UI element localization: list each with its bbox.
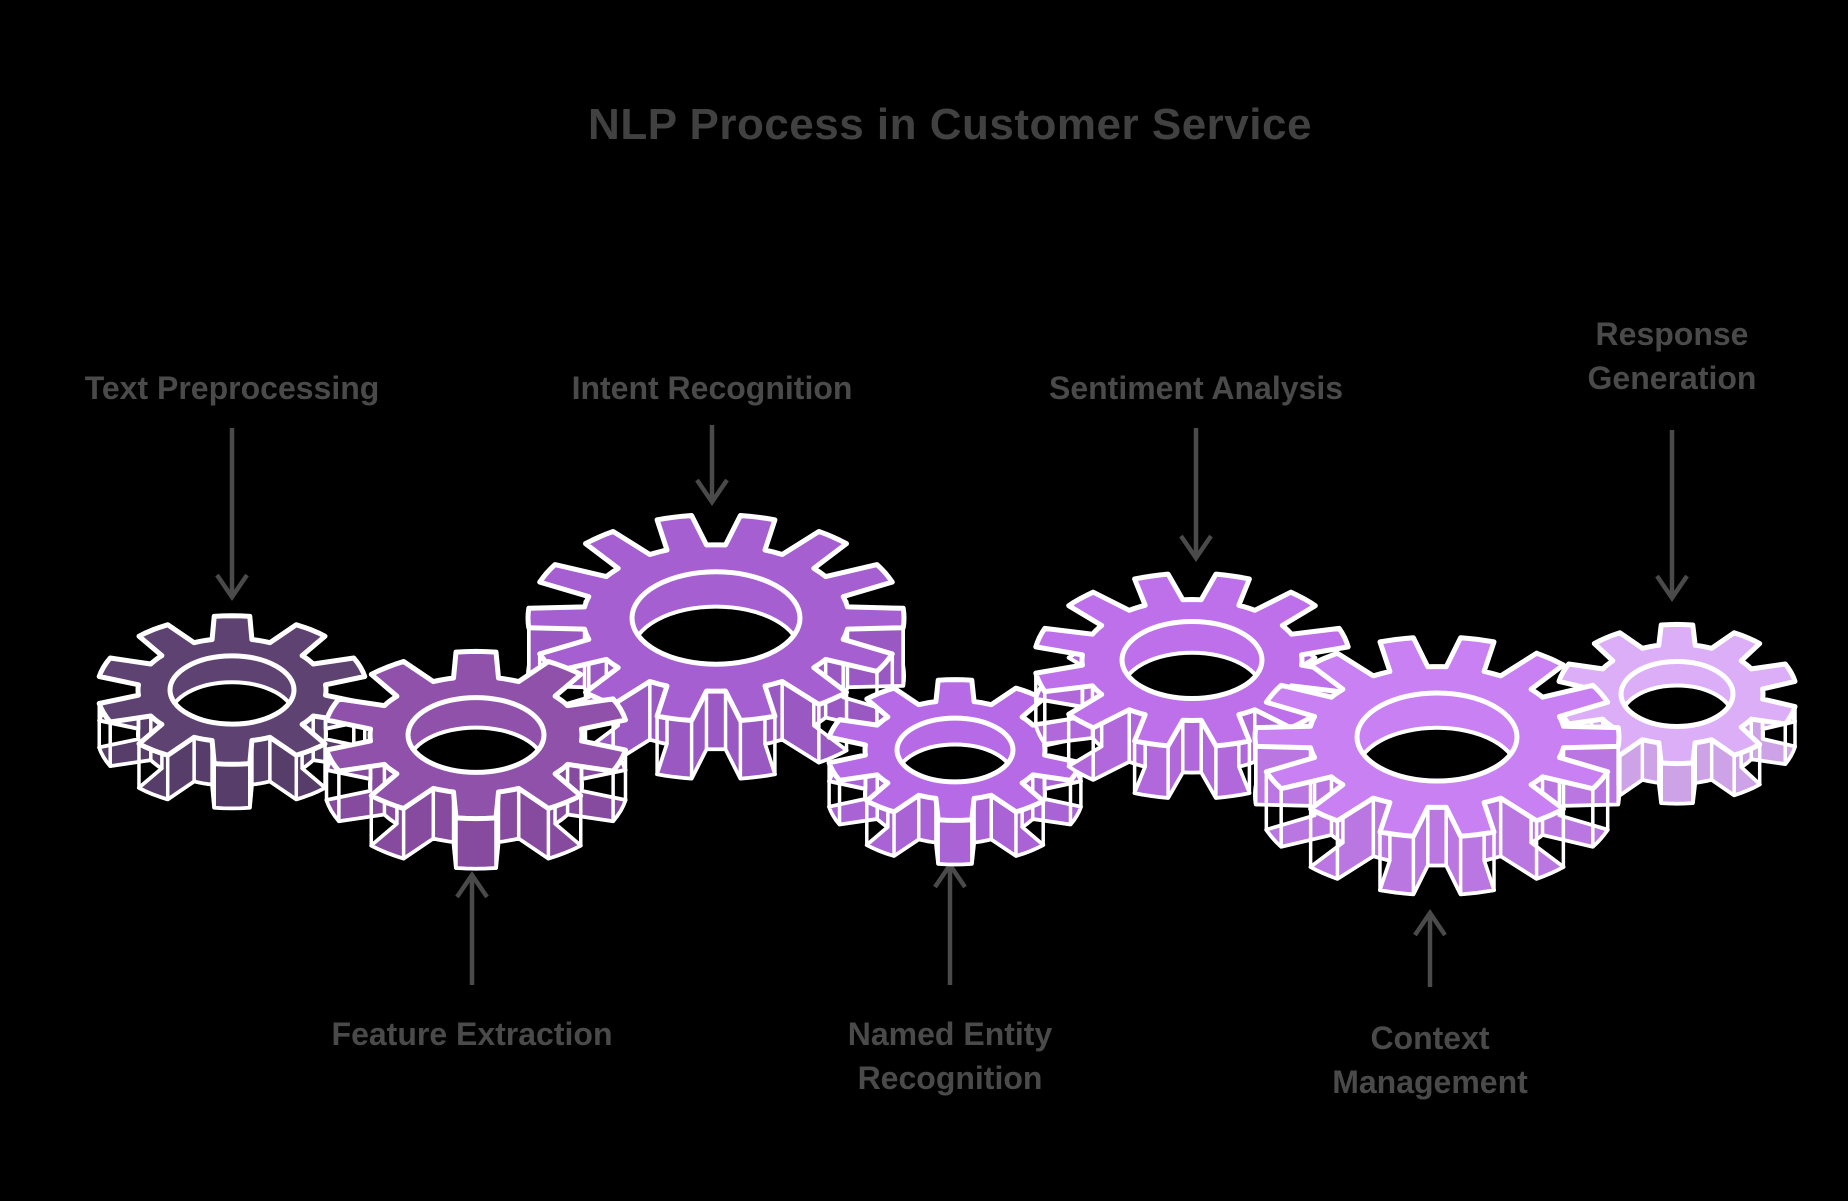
arrow-sentiment-analysis	[1179, 428, 1213, 562]
arrow-response-generation	[1655, 430, 1689, 602]
stage-label-intent-recognition: Intent Recognition	[571, 370, 853, 406]
stage-label-text-preprocessing: Text Preprocessing	[84, 370, 380, 406]
arrow-intent-recognition	[695, 425, 729, 506]
gear-feature-extraction	[324, 648, 628, 871]
gear-text-preprocessing	[96, 613, 368, 811]
stage-label-response-generation: Response Generation	[1587, 316, 1757, 397]
gear-intent-recognition	[525, 513, 907, 781]
arrow-context-management	[1413, 909, 1447, 987]
arrow-feature-extraction	[455, 871, 489, 985]
gear-context-management	[1252, 635, 1622, 897]
stage-label-named-entity-recognition: Named Entity Recognition	[847, 1016, 1053, 1097]
arrow-text-preprocessing	[215, 428, 249, 601]
page-title: NLP Process in Customer Service	[588, 100, 1312, 149]
arrow-named-entity-recognition	[933, 861, 967, 985]
stage-label-feature-extraction: Feature Extraction	[331, 1016, 613, 1052]
stage-label-sentiment-analysis: Sentiment Analysis	[1048, 370, 1343, 406]
gear-named-entity-recognition	[826, 677, 1084, 867]
stage-label-context-management: Context Management	[1332, 1020, 1528, 1101]
gear-sentiment-analysis	[1033, 571, 1351, 800]
